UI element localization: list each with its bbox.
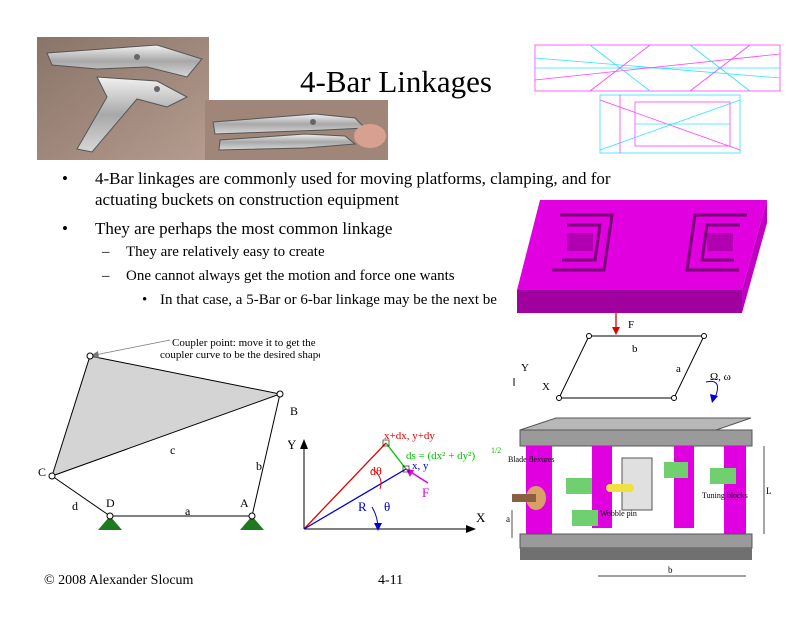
label-C: C [38,465,46,479]
bullet-symbol: • [142,292,148,308]
sub-bullet-item: – They are relatively easy to create [102,242,325,263]
a-label: a [676,363,681,375]
ground-pivot-d [98,516,122,530]
sub-bullet-item: – One cannot always get the motion and f… [102,266,455,287]
coupler-link [51,355,282,477]
R-label: R [358,499,367,514]
sub-sub-bullet-text: In that case, a 5-Bar or 6-bar linkage m… [160,292,497,308]
pliers-photo-closed [205,100,388,160]
label-D: D [106,496,115,510]
label-B: B [290,404,298,418]
bullet-symbol: • [62,219,68,238]
bullet-symbol: • [62,169,68,188]
blade-label: Blade flexures [508,455,554,464]
F-label: F [628,319,634,331]
label-d: d [72,499,78,513]
xy-label: x, y [412,460,429,472]
wobble-pin-label: Wobble pin [600,509,637,518]
omega-label: Ω, ω [710,371,731,383]
dash-symbol: – [102,268,110,284]
label-A: A [240,496,249,510]
coupler-note-line2: coupler curve to be the desired shape [160,349,320,361]
b-dimension-label: b [668,565,673,575]
dtheta-label: dθ [370,464,382,478]
slide-title: 4-Bar Linkages [300,64,492,99]
ds-label: ds = (dx² + dy²) [406,450,475,462]
dash-symbol: – [102,244,110,260]
vector-diagram: Y X x+dx, y+dy ds = (dx² + dy²) 1/2 x, y… [288,430,501,533]
label-b: b [256,459,262,473]
label-a: a [185,504,191,518]
ground-pivot-a [240,516,264,530]
ds-exponent: 1/2 [491,446,501,455]
X-label: X [542,381,550,393]
axis-X-label: X [476,510,486,525]
flexure-stand-drawing: L b a Blade flexures Tuning blocks Wobbl… [506,417,772,577]
pliers-photo-open [37,37,209,160]
b-label: b [632,343,638,355]
four-bar-linkage-diagram: Coupler point: move it to get the couple… [38,337,320,530]
label-c: c [170,443,175,457]
sub-sub-bullet-item: • In that case, a 5-Bar or 6-bar linkage… [142,290,497,311]
axis-Y-label: Y [288,437,297,452]
F-label: F [422,485,429,500]
sub-bullet-text: One cannot always get the motion and for… [126,268,455,284]
footer-page-number: 4-11 [378,573,404,588]
tuning-blocks-label: Tuning blocks [702,491,748,500]
parallelogram-linkage-diagram: F b a Y X Ω, ω [513,312,731,403]
fea-wireframe-image [534,44,781,154]
bullet-text: 4-Bar linkages are commonly used for mov… [95,169,611,209]
magenta-flexure-plate-image [517,200,767,313]
bullet-text: They are perhaps the most common linkage [95,219,393,238]
L-dimension-label: L [766,486,772,496]
blade-flexures-label: Blade flexures [508,455,554,464]
footer-copyright: © 2008 Alexander Slocum [44,573,194,588]
coupler-note-line1: Coupler point: move it to get the [172,337,316,349]
theta-label: θ [384,499,390,514]
point-label-dx: x+dx, y+dy [384,430,435,442]
a-dimension-label: a [506,514,510,524]
Y-label: Y [521,362,529,374]
sub-bullet-text: They are relatively easy to create [126,244,325,260]
